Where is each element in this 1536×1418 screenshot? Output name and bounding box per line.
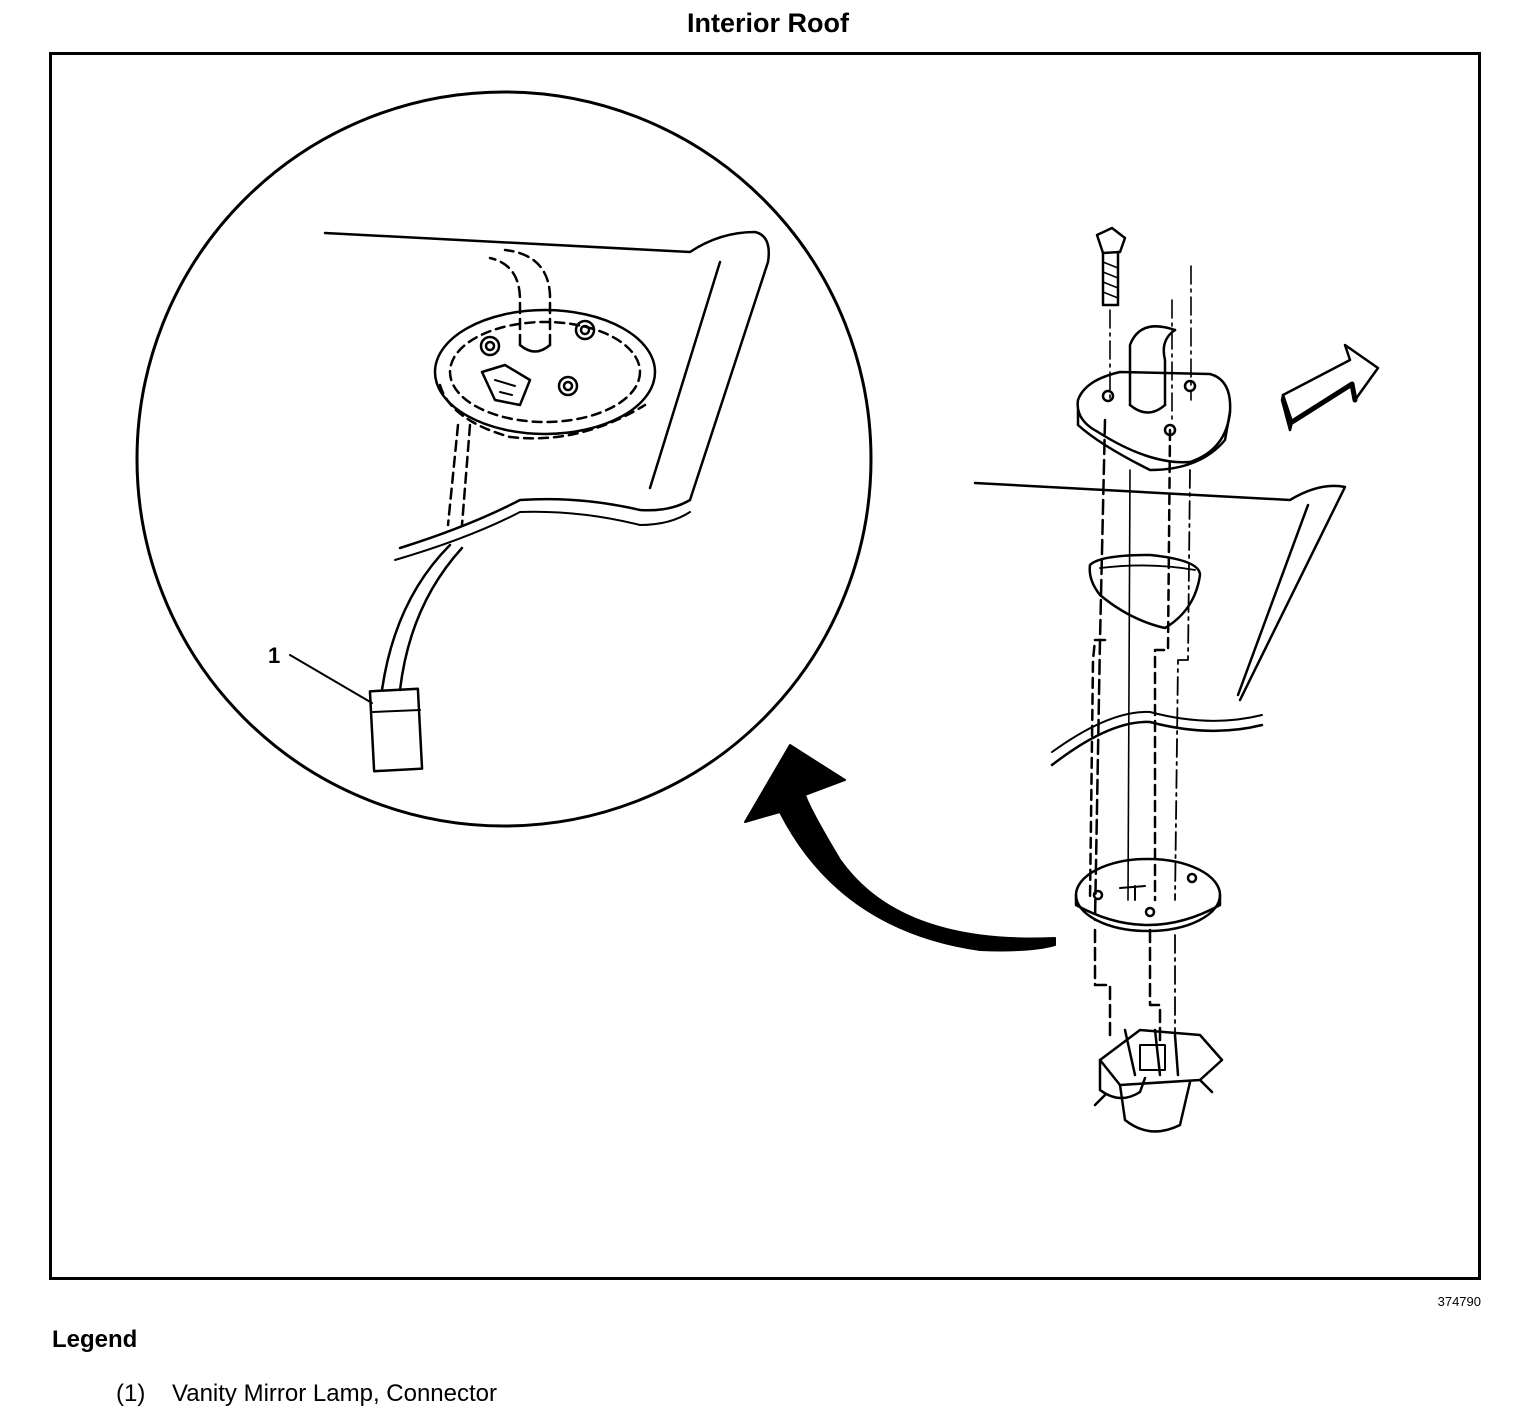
detail-magnifier-circle bbox=[135, 90, 873, 828]
legend-item-text: Vanity Mirror Lamp, Connector bbox=[172, 1380, 498, 1407]
callout-number: 1 bbox=[268, 643, 280, 668]
exploded-assembly bbox=[973, 226, 1347, 1133]
bolt-icon bbox=[1095, 226, 1127, 307]
figure-number: 374790 bbox=[1437, 1294, 1481, 1309]
diagram-illustration: 1 bbox=[135, 90, 1380, 1133]
legend-item-number: (1) bbox=[116, 1380, 146, 1407]
curved-arrow-icon bbox=[744, 744, 1056, 952]
legend-heading: Legend bbox=[52, 1326, 138, 1353]
legend-item: (1) Vanity Mirror Lamp, Connector bbox=[116, 1380, 497, 1408]
direction-arrow-icon bbox=[1280, 343, 1380, 432]
diagram-frame bbox=[49, 52, 1481, 1280]
diagram-title: Interior Roof bbox=[687, 8, 849, 38]
